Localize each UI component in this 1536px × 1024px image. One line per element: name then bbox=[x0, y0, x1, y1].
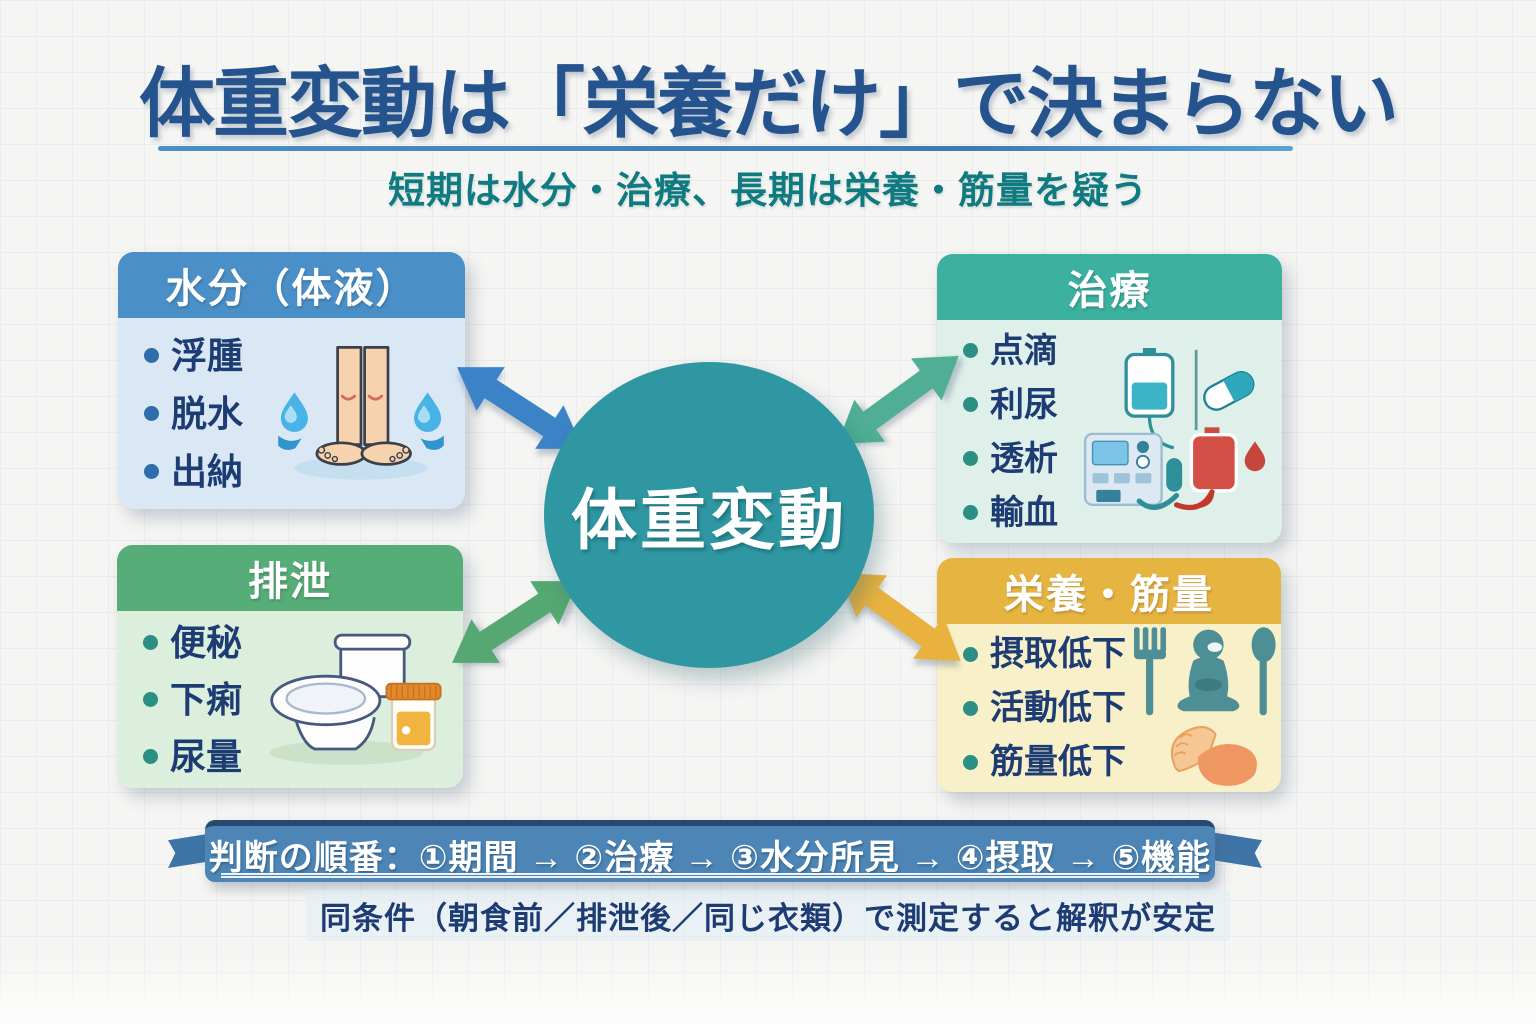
arrow-nutrition-center bbox=[839, 572, 961, 662]
sitting-person-icon bbox=[1177, 629, 1240, 712]
factor-box-nutrition: 栄養・筋量 摂取低下 活動低下 筋量低下 bbox=[937, 558, 1281, 792]
measurement-condition-note: 同条件（朝食前／排泄後／同じ衣類）で測定すると解釈が安定 bbox=[0, 890, 1536, 941]
water-drop-icon bbox=[280, 391, 442, 432]
measurement-condition-text: 同条件（朝食前／排泄後／同じ衣類）で測定すると解釈が安定 bbox=[306, 890, 1230, 941]
water-item-list: 浮腫 脱水 出納 bbox=[118, 327, 243, 501]
factor-box-water-body: 浮腫 脱水 出納 bbox=[118, 318, 465, 509]
list-item-label: 透析 bbox=[990, 439, 1058, 478]
factor-box-excretion: 排泄 便秘 下痢 尿量 bbox=[117, 545, 463, 788]
judgement-order-banner: 判断の順番：①期間 → ②治療 → ③水分所見 → ④摂取 → ⑤機能 bbox=[205, 820, 1215, 882]
list-item: 透析 bbox=[963, 432, 1058, 486]
list-item-label: 筋量低下 bbox=[990, 743, 1126, 781]
factor-box-nutrition-header: 栄養・筋量 bbox=[937, 558, 1281, 624]
bullet-dot bbox=[963, 451, 978, 466]
treatment-item-list: 点滴 利尿 透析 輸血 bbox=[937, 324, 1058, 540]
iv-drip-pill-dialysis-bloodbag-icon bbox=[1083, 347, 1266, 510]
list-item-label: 摂取低下 bbox=[990, 635, 1126, 673]
list-item: 便秘 bbox=[143, 614, 242, 671]
bullet-dot bbox=[144, 348, 159, 363]
person-cutlery-muscle-icon bbox=[1134, 627, 1276, 786]
list-item: 摂取低下 bbox=[963, 627, 1126, 681]
list-item-label: 便秘 bbox=[170, 622, 243, 663]
factor-box-excretion-header: 排泄 bbox=[117, 545, 463, 611]
factor-box-treatment-body: 点滴 利尿 透析 輸血 bbox=[937, 320, 1282, 543]
factor-box-treatment: 治療 点滴 利尿 透析 輸血 bbox=[937, 254, 1282, 543]
list-item: 点滴 bbox=[963, 324, 1058, 378]
bullet-dot bbox=[963, 754, 978, 770]
toilet-urine-cup-icon bbox=[269, 633, 442, 765]
spoon-icon bbox=[1251, 627, 1276, 716]
bullet-dot bbox=[143, 692, 158, 707]
list-item-label: 点滴 bbox=[990, 331, 1058, 370]
list-item: 浮腫 bbox=[144, 327, 243, 385]
bullet-dot bbox=[963, 505, 978, 520]
dialysis-machine-icon bbox=[1083, 432, 1163, 506]
blood-bag-icon bbox=[1189, 426, 1238, 508]
list-item: 筋量低下 bbox=[963, 735, 1126, 789]
judgement-order-text: 判断の順番：①期間 → ②治療 → ③水分所見 → ④摂取 → ⑤機能 bbox=[208, 838, 1212, 877]
blood-drop-icon bbox=[1244, 440, 1266, 471]
excretion-item-list: 便秘 下痢 尿量 bbox=[117, 614, 242, 785]
list-item-label: 浮腫 bbox=[171, 334, 244, 376]
list-item-label: 尿量 bbox=[170, 736, 243, 777]
tube-connector-icon bbox=[1166, 457, 1183, 492]
factor-box-water: 水分（体液） 浮腫 脱水 出納 bbox=[118, 252, 465, 509]
list-item-label: 下痢 bbox=[170, 679, 243, 720]
list-item-label: 活動低下 bbox=[990, 689, 1126, 727]
pill-icon bbox=[1203, 370, 1255, 411]
factor-box-water-header: 水分（体液） bbox=[118, 252, 465, 318]
factor-box-nutrition-body: 摂取低下 活動低下 筋量低下 bbox=[937, 624, 1281, 792]
arrow-water-center bbox=[457, 367, 583, 449]
ribbon-tail-right bbox=[1210, 832, 1262, 868]
bullet-dot bbox=[144, 464, 159, 479]
list-item: 輸血 bbox=[963, 486, 1058, 540]
bullet-dot bbox=[143, 749, 158, 764]
legs-with-edema-droplets-icon bbox=[278, 345, 444, 480]
factor-box-treatment-header: 治療 bbox=[937, 254, 1282, 320]
arrow-excretion-center bbox=[452, 581, 578, 663]
list-item: 脱水 bbox=[144, 385, 243, 443]
list-item: 尿量 bbox=[143, 728, 242, 785]
arrow-treatment-center bbox=[837, 355, 959, 445]
urine-cup-icon bbox=[385, 682, 442, 752]
title-underline bbox=[158, 146, 1293, 151]
list-item: 下痢 bbox=[143, 671, 242, 728]
page-title: 体重変動は「栄養だけ」で決まらない bbox=[139, 62, 1399, 147]
list-item: 出納 bbox=[144, 443, 243, 501]
list-item-label: 出納 bbox=[171, 450, 244, 492]
iv-bag-icon bbox=[1124, 347, 1175, 449]
list-item: 活動低下 bbox=[963, 681, 1126, 735]
factor-box-excretion-body: 便秘 下痢 尿量 bbox=[117, 611, 463, 788]
bullet-dot bbox=[143, 635, 158, 650]
bullet-dot bbox=[144, 406, 159, 421]
toilet-icon bbox=[270, 633, 412, 751]
list-item-label: 輸血 bbox=[990, 493, 1058, 532]
bullet-dot bbox=[963, 397, 978, 412]
list-item-label: 利尿 bbox=[990, 385, 1058, 424]
bullet-dot bbox=[963, 343, 978, 358]
splash-icon bbox=[278, 435, 444, 450]
bullet-dot bbox=[963, 700, 978, 716]
bullet-dot bbox=[963, 646, 978, 662]
list-item-label: 脱水 bbox=[171, 392, 244, 434]
muscle-arm-icon bbox=[1170, 726, 1257, 786]
fork-icon bbox=[1134, 627, 1166, 716]
center-node: 体重変動 bbox=[544, 362, 874, 668]
center-node-label: 体重変動 bbox=[571, 483, 847, 557]
nutrition-item-list: 摂取低下 活動低下 筋量低下 bbox=[937, 627, 1126, 789]
list-item: 利尿 bbox=[963, 378, 1058, 432]
page-subtitle: 短期は水分・治療、長期は栄養・筋量を疑う bbox=[388, 170, 1148, 211]
banner-double-line bbox=[221, 873, 1199, 878]
